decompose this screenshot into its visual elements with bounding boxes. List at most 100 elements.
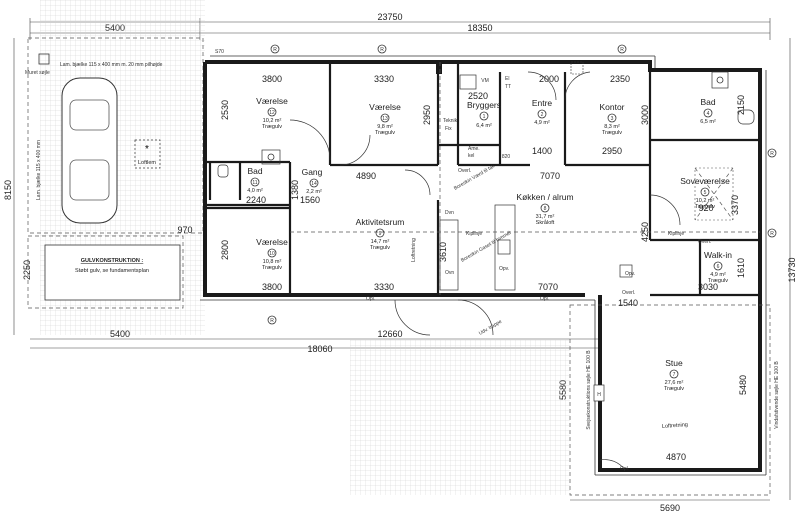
dim: 1400 — [532, 146, 552, 156]
room-stue: Stue 7 27,6 m² Trægulv — [664, 358, 684, 392]
dim-bottom-total: 18060 — [307, 344, 332, 354]
kitchen-island — [494, 204, 516, 291]
window-markers: R R R R R R S70 — [215, 44, 777, 325]
room-area: 9,8 m² — [377, 124, 393, 130]
window-marker — [617, 44, 627, 54]
room-area: 8,3 m² — [604, 124, 620, 130]
window-marker-label: R — [273, 47, 277, 53]
room-name: Walk-in — [704, 250, 732, 260]
column-note: Svejsekonstruktions søjle HE 100 B — [586, 350, 592, 430]
room-number: 2 — [541, 112, 544, 118]
dim: 7070 — [540, 171, 560, 181]
room-bad-4: Bad 4 6,5 m² — [700, 97, 716, 125]
sink-icon — [261, 149, 281, 165]
room-bryggers: Bryggers 1 6,4 m² — [467, 100, 501, 129]
window-marker — [377, 44, 387, 54]
room-walk-in: Walk-in 6 4,9 m² Trægulv — [704, 250, 732, 284]
room-floor: Trægulv — [375, 130, 395, 136]
room-gang: Gang 14 2,2 m² — [302, 167, 323, 195]
ovn-label: Ovn — [445, 270, 454, 276]
bed-outline — [694, 167, 734, 221]
opv-label: Opv. — [499, 266, 509, 272]
room-area: 27,6 m² — [665, 380, 684, 386]
room-name: Bad — [700, 97, 715, 107]
overl-label: Overl. — [698, 239, 711, 245]
dim-left-height: 8150 — [3, 180, 13, 200]
room-number: 7 — [673, 372, 676, 378]
dvn-label: Dvn — [445, 210, 454, 216]
room-area: 31,7 m² — [536, 214, 555, 220]
window-marker — [267, 315, 277, 325]
loft-hatch — [134, 139, 161, 169]
fixtures — [217, 62, 760, 295]
loftretning-label: Loftretning — [411, 238, 417, 262]
loftretning-label: Loftretning — [662, 422, 688, 430]
room-number: 3 — [611, 116, 614, 122]
room-number: 11 — [252, 180, 257, 186]
room-number: 12 — [269, 110, 275, 116]
room-floor: Trægulv — [664, 386, 684, 392]
room-floor: Trægulv — [602, 130, 622, 136]
room-koekken-alrum: Køkken / alrum 8 31,7 m² Skråloft — [516, 192, 573, 226]
el-label: El — [505, 76, 509, 82]
room-area: 10,2 m² — [696, 198, 715, 204]
dim: 2150 — [736, 95, 746, 115]
room-name: Værelse — [256, 237, 288, 247]
room-number: 5 — [704, 190, 707, 196]
dim-bottom-mid: 12660 — [377, 329, 402, 339]
room-name: Gang — [302, 167, 323, 177]
dim: 1610 — [736, 258, 746, 278]
dim: 2800 — [220, 240, 230, 260]
dim: 2950 — [422, 105, 432, 125]
room-area: 4,0 m² — [247, 188, 263, 194]
dim: 3330 — [374, 74, 394, 84]
dim: 7070 — [538, 282, 558, 292]
doors — [289, 71, 681, 471]
h-marker: H — [597, 392, 601, 398]
window-marker — [767, 148, 777, 158]
washer-icon — [459, 74, 477, 90]
room-area: 4,9 m² — [534, 120, 550, 126]
dim: 3800 — [262, 282, 282, 292]
window-marker — [270, 44, 280, 54]
dim: 1560 — [300, 195, 320, 205]
room-floor: Trægulv — [695, 204, 715, 210]
window-marker-label: R — [770, 231, 774, 237]
dim: 4870 — [666, 452, 686, 462]
window-marker — [767, 228, 777, 238]
dim: 1540 — [618, 298, 638, 308]
sink-icon — [711, 71, 729, 89]
room-number: 10 — [269, 251, 275, 257]
room-name: Soveværelse — [680, 176, 730, 186]
room-name: Køkken / alrum — [516, 192, 573, 202]
carport-beam-top: Lam. bjælke 115 x 400 mm m. 20 mm pilhøj… — [60, 62, 163, 68]
dim: 3000 — [640, 105, 650, 125]
column-note: Vindafstivende søjle HE 100 B — [774, 361, 780, 429]
room-kontor: Kontor 3 8,3 m² Trægulv — [599, 102, 624, 136]
opv-label: Opv. — [625, 271, 635, 277]
kel-label: kel — [468, 153, 474, 159]
window-marker-label: R — [380, 47, 384, 53]
tt-label: TT — [505, 84, 511, 90]
right-dimension-line: 13730 — [787, 38, 797, 500]
dim-bottom-right: 5690 — [660, 503, 680, 513]
dim: 3330 — [374, 282, 394, 292]
dim: 2000 — [539, 74, 559, 84]
room-area: 2,2 m² — [306, 189, 322, 195]
vm-label: VM — [481, 78, 489, 84]
room-name: Bad — [247, 166, 262, 176]
room-area: 14,7 m² — [371, 239, 390, 245]
opl-label: Opl. — [366, 296, 375, 302]
opl-label: Opl. — [620, 466, 629, 472]
window-marker-label: R — [770, 151, 774, 157]
room-name: Bryggers — [467, 100, 501, 110]
window-marker-label: R — [270, 318, 274, 324]
interior-walls — [205, 62, 760, 297]
room-number: 4 — [707, 111, 710, 117]
room-floor: Trægulv — [370, 245, 390, 251]
room-aktivitetsrum: Aktivitetsrum 9 14,7 m² Trægulv — [356, 217, 405, 251]
carport: Muret søjle Lam. bjælke 115 x 400 mm m. … — [22, 0, 205, 335]
room-vaerelse-13: Værelse 13 9,8 m² Trægulv — [369, 102, 401, 136]
dim-right-height: 13730 — [787, 257, 797, 282]
